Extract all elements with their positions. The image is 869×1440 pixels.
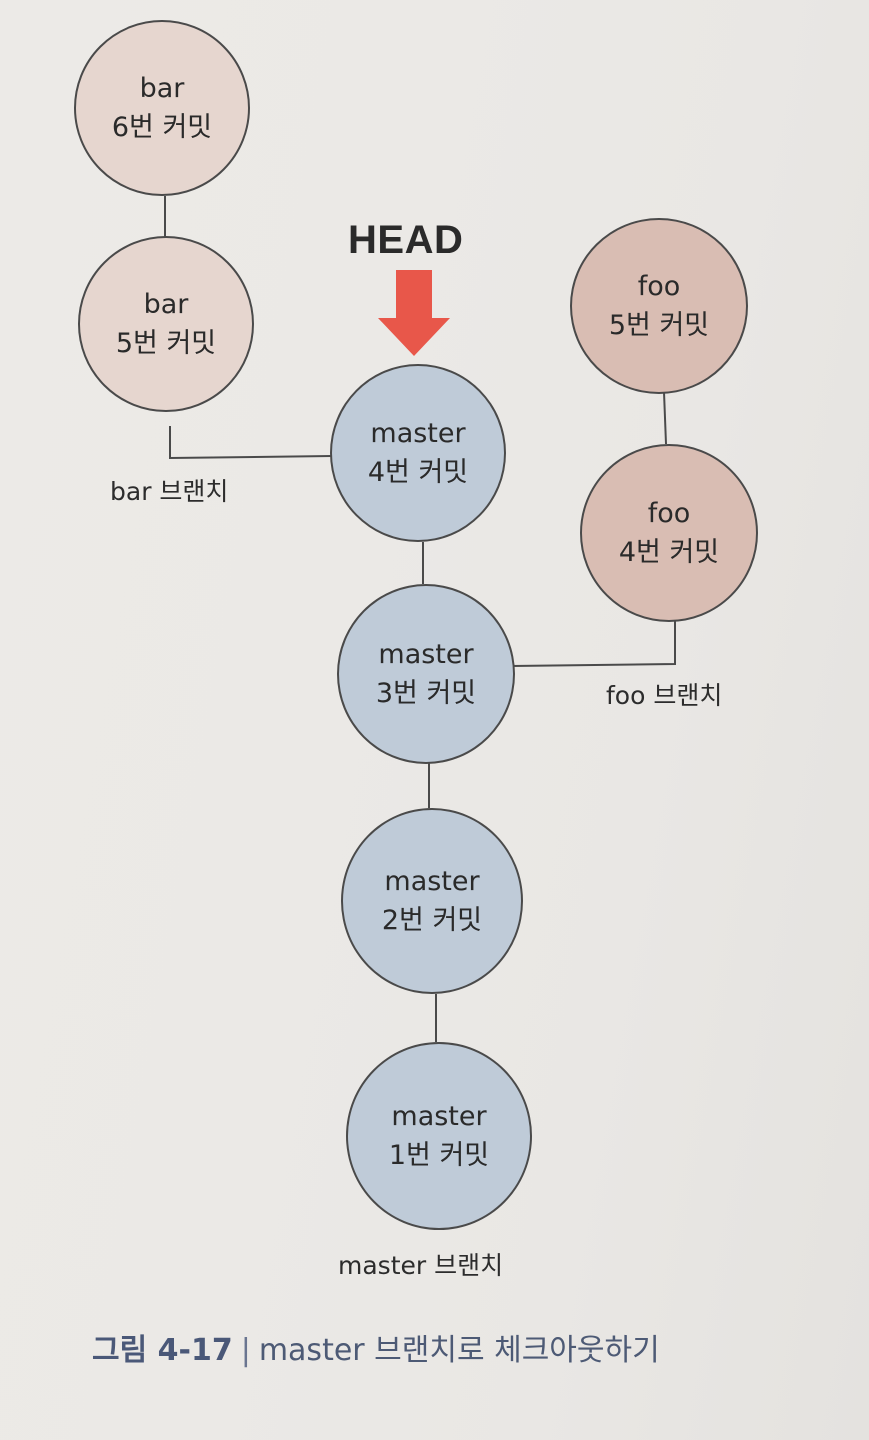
node-branch-name: foo [647,497,691,529]
node-commit-label: 5번 커밋 [608,310,710,341]
node-commit-label: 4번 커밋 [618,537,720,568]
node-commit-label: 3번 커밋 [375,678,477,709]
commit-node-bar-6: bar 6번 커밋 [74,20,250,196]
node-commit-label: 2번 커밋 [381,905,483,936]
commit-node-master-3: master 3번 커밋 [337,584,515,764]
node-branch-name: master [384,865,480,897]
branch-label-bar: bar 브랜치 [110,477,229,506]
node-branch-name: master [391,1100,487,1132]
node-commit-label: 6번 커밋 [111,112,213,143]
figure-caption: 그림 4-17|master 브랜치로 체크아웃하기 [92,1325,660,1369]
caption-separator: | [240,1333,251,1368]
node-commit-label: 4번 커밋 [367,457,469,488]
edge-bar5-master4 [169,426,333,460]
edge-foo5-foo4 [663,391,667,445]
edge-foo4-master3 [511,620,676,667]
branch-label-master: master 브랜치 [338,1251,504,1280]
commit-node-bar-5: bar 5번 커밋 [78,236,254,412]
node-branch-name: master [378,638,474,670]
commit-node-foo-5: foo 5번 커밋 [570,218,748,394]
node-branch-name: master [370,417,466,449]
commit-node-master-2: master 2번 커밋 [341,808,523,994]
node-commit-label: 1번 커밋 [388,1140,490,1171]
figure-number: 그림 4-17 [92,1333,233,1368]
node-branch-name: bar [139,72,185,104]
node-branch-name: bar [143,288,189,320]
head-arrow-icon [378,270,450,356]
caption-text: master 브랜치로 체크아웃하기 [258,1333,660,1368]
head-label: HEAD [348,218,464,262]
commit-node-master-4: master 4번 커밋 [330,364,506,542]
commit-node-master-1: master 1번 커밋 [346,1042,532,1230]
node-branch-name: foo [637,270,681,302]
commit-node-foo-4: foo 4번 커밋 [580,444,758,622]
node-commit-label: 5번 커밋 [115,328,217,359]
branch-label-foo: foo 브랜치 [606,681,723,710]
